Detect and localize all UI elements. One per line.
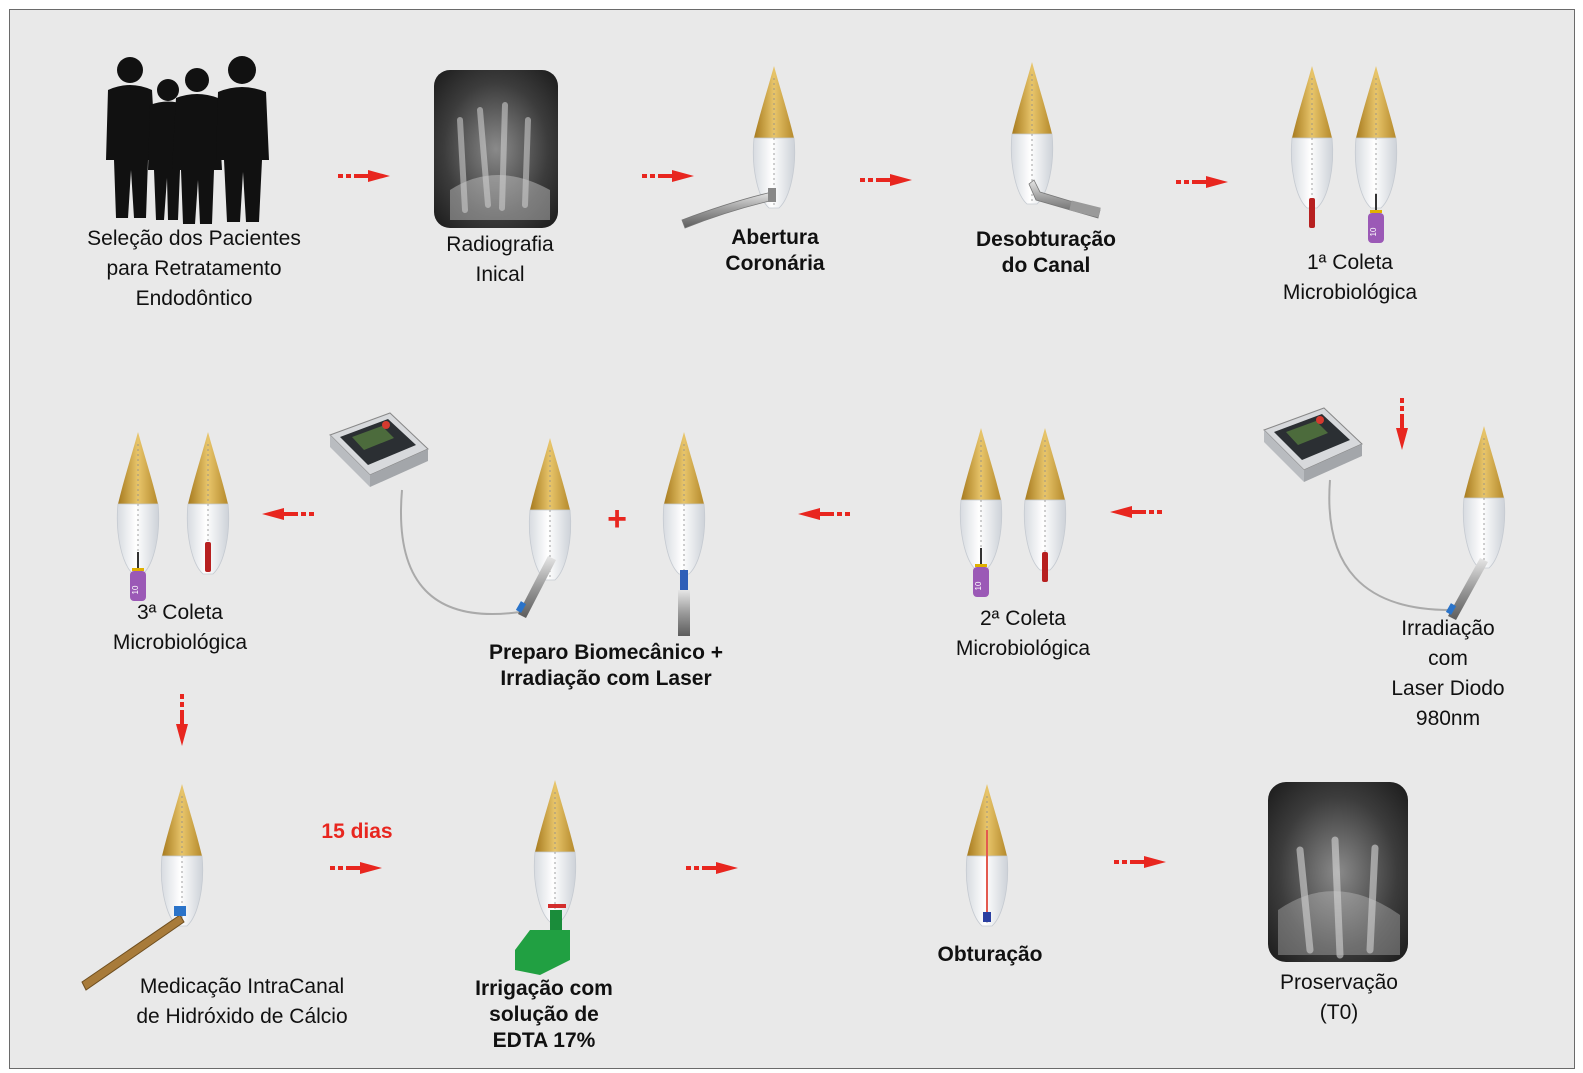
flowchart-illustration: 10 [10,10,1575,1069]
step-label-first-collection: 1ª Coleta Microbiológica [1283,248,1417,308]
step-label-third-collection: 3ª Coleta Microbiológica [113,598,247,658]
step-label-coronal-access: Abertura Coronária [725,225,824,277]
flow-arrow [686,862,738,874]
interval-label: 15 dias [321,820,392,844]
tooth-obturation-icon [966,784,1007,926]
tooth-edta-syringe-icon [515,780,576,975]
flow-arrow [330,862,382,874]
flow-arrow [798,508,850,520]
teeth-paper-point-file-icon [1291,66,1396,243]
step-label-initial-radiograph: Radiografia Inical [446,230,553,290]
teeth-file-paper-point-icon [960,428,1065,597]
teeth-file-paper-point-icon [117,432,228,601]
tooth-bur-icon [682,66,795,228]
flow-arrow [176,694,188,746]
step-label-patient-selection: Seleção dos Pacientes para Retratamento … [87,224,301,314]
laser-and-irrigation-icon [330,413,705,636]
flow-arrow [262,508,314,520]
step-label-biomechanical-prep: Preparo Biomecânico + Irradiação com Las… [489,640,723,692]
flow-arrow [338,170,390,182]
step-label-obturation: Obturação [937,942,1042,968]
step-label-edta-irrigation: Irrigação com solução de EDTA 17% [475,976,613,1054]
tooth-ultrasonic-tip-icon [1011,62,1100,218]
flow-arrow [642,170,694,182]
patients-silhouette-icon [106,56,269,224]
flow-arrow [1396,398,1408,450]
radiograph-icon [1268,782,1408,962]
laser-diode-device-icon [1264,408,1505,620]
step-label-laser-irradiation: Irradiação com Laser Diodo 980nm [1385,614,1511,734]
step-label-canal-desobturation: Desobturação do Canal [976,227,1116,279]
step-label-second-collection: 2ª Coleta Microbiológica [956,604,1090,664]
step-label-intracanal-medication: Medicação IntraCanal de Hidróxido de Cál… [136,972,347,1032]
plus-sign: + [607,500,627,538]
flowchart-frame: 10 [9,9,1575,1069]
flow-arrow [860,174,912,186]
tooth-syringe-icon [82,784,203,990]
radiograph-icon [434,70,558,228]
flow-arrow [1110,506,1162,518]
flow-arrow [1176,176,1228,188]
flow-arrow [1114,856,1166,868]
step-label-proservation: Proservação (T0) [1280,968,1398,1028]
